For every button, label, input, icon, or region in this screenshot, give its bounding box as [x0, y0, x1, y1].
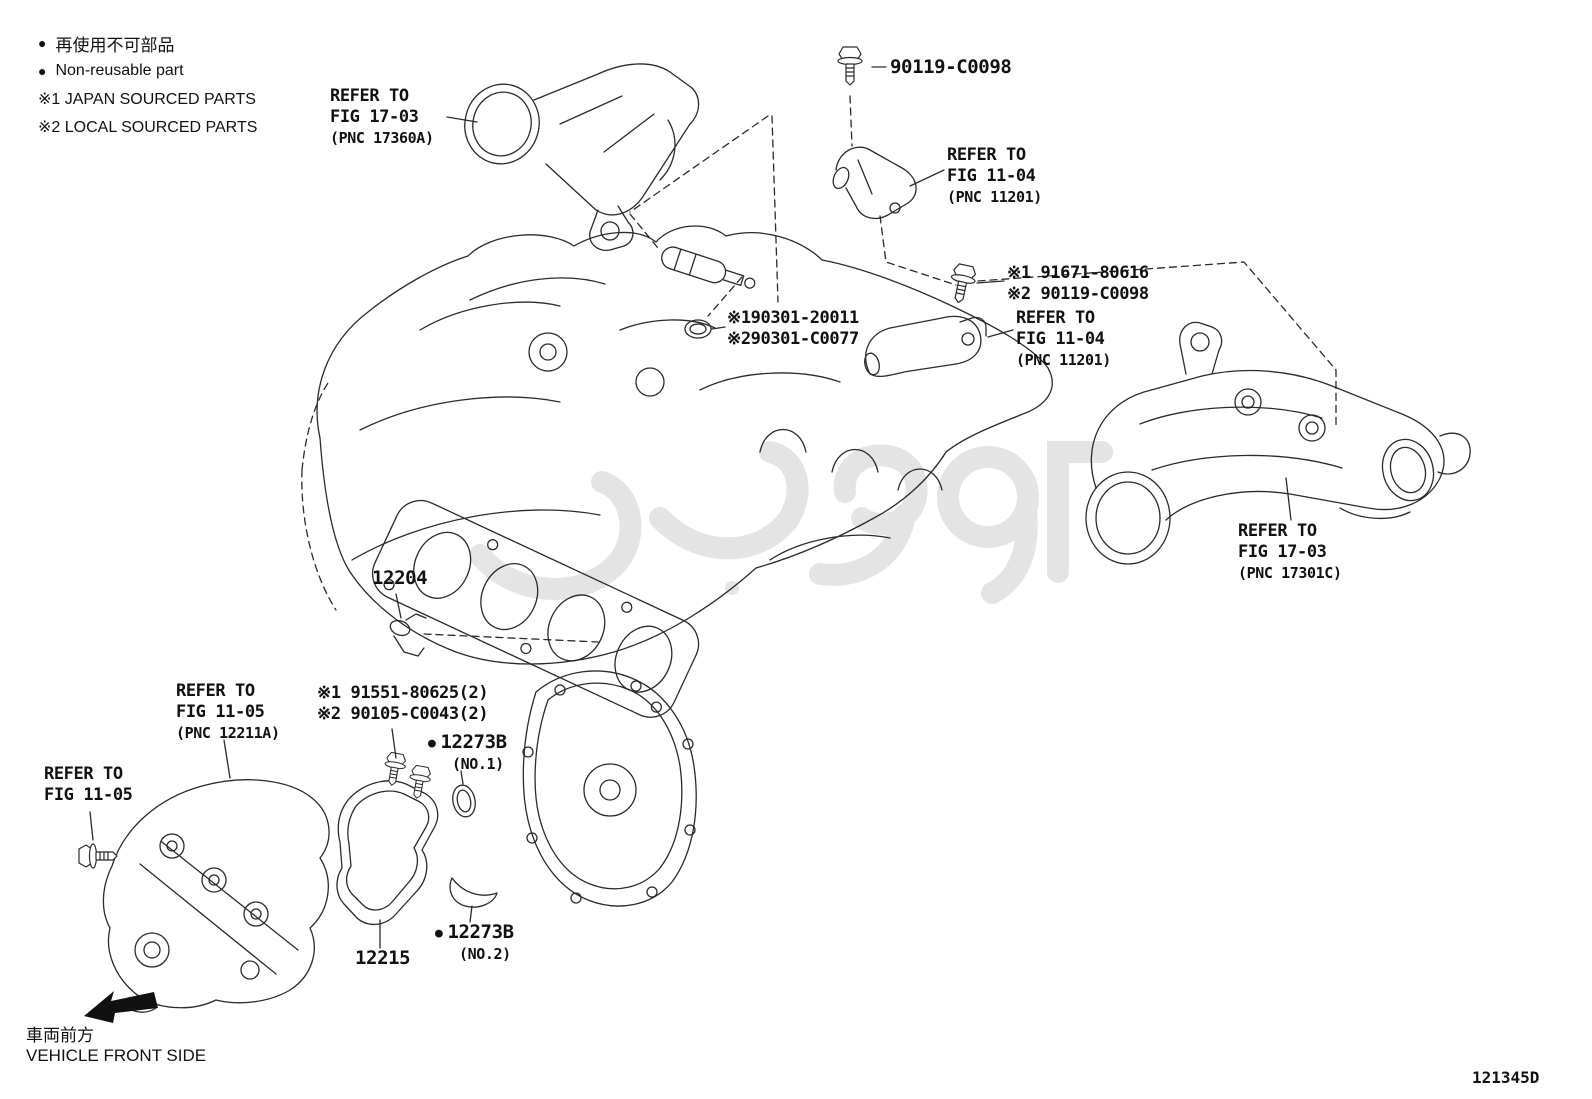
pnc-line: (PNC 17360A): [330, 129, 434, 147]
alt-part-line-1: ※1 91551-80625(2): [317, 683, 489, 703]
hose-11201-lower: [864, 315, 987, 377]
label-refer-fig-11-05-b: REFER TO FIG 11-05: [44, 764, 133, 806]
part-12215: [336, 780, 439, 925]
vehicle-front-label-en: VEHICLE FRONT SIDE: [26, 1046, 207, 1065]
label-refer-fig-17-03-b: REFER TO FIG 17-03 (PNC 17301C): [1238, 521, 1342, 584]
label-refer-fig-11-04-b: REFER TO FIG 11-04 (PNC 11201): [1016, 308, 1111, 371]
watermark: [469, 441, 1113, 604]
legend-japan-sourced-text: ※1 JAPAN SOURCED PARTS: [38, 91, 256, 108]
part-number-row: ● 12273B: [435, 922, 514, 944]
gasket-12273b-no2: [449, 877, 498, 908]
pcv-union: [661, 246, 756, 289]
label-refer-fig-17-03-a: REFER TO FIG 17-03 (PNC 17360A): [330, 86, 434, 149]
part-number-text: 12273B: [447, 921, 514, 943]
drawing-code: 121345D: [1472, 1068, 1540, 1087]
label-part-12204: 12204: [372, 567, 428, 589]
pnc-line: (PNC 17301C): [1238, 564, 1342, 582]
label-alt-91551: ※1 91551-80625(2) ※2 90105-C0043(2): [317, 683, 489, 725]
bolt-90119-top-icon: [837, 46, 863, 86]
non-reusable-dot-icon: ●: [38, 35, 47, 51]
legend-nonreusable-jp: ● 再使用不可部品: [38, 32, 257, 55]
part-number-sub: (NO.1): [452, 755, 504, 773]
alt-part-line-2: ※2 90105-C0043(2): [317, 704, 489, 724]
label-refer-fig-11-05-a: REFER TO FIG 11-05 (PNC 12211A): [176, 681, 280, 744]
hose-11201-upper: [832, 146, 917, 220]
fig-line: FIG 11-04: [1016, 329, 1105, 349]
vehicle-front-label-jp: 車両前方: [26, 1026, 94, 1045]
alt-part-line-1: ※1 91671-80616: [1007, 263, 1149, 283]
alt-part-line-2: ※290301-C0077: [727, 329, 859, 349]
gasket-12273b-no1: [452, 784, 476, 818]
intake-manifold-17301c: [1085, 321, 1471, 565]
refer-to-line: REFER TO: [1238, 521, 1317, 541]
label-alt-90301: ※190301-20011 ※290301-C0077: [727, 308, 859, 350]
front-arrow-icon: [84, 991, 158, 1023]
non-reusable-dot-icon: ●: [428, 736, 436, 751]
label-alt-91671: ※1 91671-80616 ※2 90119-C0098: [1007, 263, 1149, 305]
part-12204: [389, 613, 427, 657]
bolt-valve-cover-icon: [78, 843, 118, 869]
non-reusable-dot-icon: ●: [38, 63, 47, 79]
part-air-inlet-17360a: [464, 63, 700, 251]
part-number-text: 12273B: [440, 731, 507, 753]
pnc-line: (PNC 12211A): [176, 724, 280, 742]
leader-lines: [89, 66, 1292, 949]
pnc-line: (PNC 11201): [1016, 351, 1111, 369]
dashed-lines: [301, 95, 1337, 643]
bolt-12215-a-icon: [381, 751, 408, 788]
fig-line: FIG 17-03: [330, 107, 419, 127]
legend-nonreusable-en: ● Non-reusable part: [38, 60, 257, 82]
legend-nonreusable-jp-text: 再使用不可部品: [55, 35, 175, 55]
chain-cover: [522, 670, 697, 907]
legend-nonreusable-en-text: Non-reusable part: [55, 62, 184, 79]
label-part-12273b-no2: ● 12273B (NO.2): [435, 922, 514, 965]
label-part-90119-c0098: 90119-C0098: [890, 56, 1012, 78]
pnc-line: (PNC 11201): [947, 188, 1042, 206]
label-part-12215: 12215: [355, 947, 411, 969]
refer-to-line: REFER TO: [1016, 308, 1095, 328]
valve-cover: [102, 779, 330, 1013]
refer-to-line: REFER TO: [44, 764, 123, 784]
legend-local-sourced: ※2 LOCAL SOURCED PARTS: [38, 116, 257, 138]
o-ring-90301: [684, 319, 712, 339]
alt-part-line-1: ※190301-20011: [727, 308, 859, 328]
label-refer-fig-11-04-a: REFER TO FIG 11-04 (PNC 11201): [947, 145, 1042, 208]
legend-local-sourced-text: ※2 LOCAL SOURCED PARTS: [38, 119, 258, 136]
legend: ● 再使用不可部品 ● Non-reusable part ※1 JAPAN S…: [38, 32, 257, 144]
engine-block: [316, 225, 1053, 665]
label-part-12273b-no1: ● 12273B (NO.1): [428, 732, 507, 775]
part-number-sub: (NO.2): [459, 945, 511, 963]
legend-japan-sourced: ※1 JAPAN SOURCED PARTS: [38, 88, 257, 110]
fig-line: FIG 11-05: [176, 702, 265, 722]
fig-line: FIG 11-04: [947, 166, 1036, 186]
intake-gasket: [371, 499, 700, 718]
refer-to-line: REFER TO: [330, 86, 409, 106]
fig-line: FIG 11-05: [44, 785, 133, 805]
refer-to-line: REFER TO: [947, 145, 1026, 165]
fig-line: FIG 17-03: [1238, 542, 1327, 562]
non-reusable-dot-icon: ●: [435, 926, 443, 941]
alt-part-line-2: ※2 90119-C0098: [1007, 284, 1149, 304]
refer-to-line: REFER TO: [176, 681, 255, 701]
part-number-row: ● 12273B: [428, 732, 507, 754]
